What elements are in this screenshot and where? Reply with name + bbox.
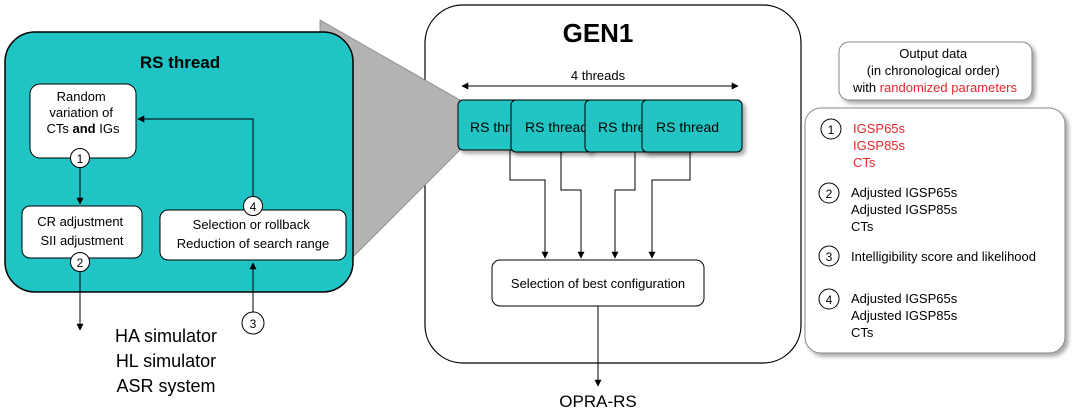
output-header-line-2: (in chronological order): [867, 63, 1000, 78]
gen1-panel: [424, 4, 802, 364]
arrow-4-to-random: [137, 115, 254, 196]
cr-adjustment-text: CR adjustment SII adjustment: [37, 214, 127, 248]
thread-box-2-label: RS thread: [525, 119, 588, 135]
output-item-4-line-3: CTs: [851, 325, 874, 340]
output-item-4-line-1: Adjusted IGSP65s: [851, 291, 958, 306]
step-3-label: 3: [250, 317, 257, 331]
selection-line-1: Selection or rollback: [193, 217, 311, 232]
output-item-4-number: 4: [826, 293, 833, 307]
output-item-2-line-3: CTs: [851, 219, 874, 234]
output-item-2-line-2: Adjusted IGSP85s: [851, 202, 958, 217]
connector-thread-1: [509, 150, 549, 259]
output-item-4-text: Adjusted IGSP65s Adjusted IGSP85s CTs: [851, 291, 961, 340]
output-item-1-number: 1: [828, 123, 835, 137]
output-item-3-number: 3: [826, 250, 833, 264]
step-2-circle: 2: [70, 252, 90, 272]
output-item-3-text: Intelligibility score and likelihood: [851, 249, 1036, 264]
output-item-1-text: IGSP65s IGSP85s CTs: [853, 121, 909, 170]
best-config-label: Selection of best configuration: [511, 276, 685, 291]
random-variation-text: Random variation of CTs and IGs: [47, 89, 120, 136]
output-item-2-circle: 2: [818, 182, 840, 204]
threads-label: 4 threads: [571, 68, 626, 83]
step-1-label: 1: [77, 152, 84, 166]
random-line-1: Random: [57, 89, 106, 104]
random-line-3a: CTs: [47, 121, 70, 136]
output-header-line-1: Output data: [899, 46, 968, 61]
output-header-line-3b: randomized parameters: [880, 80, 1018, 95]
output-item-1-line-3: CTs: [853, 155, 876, 170]
asr-system-label: ASR system: [116, 376, 215, 396]
thread-box-4: [641, 99, 743, 153]
output-item-1-line-2: IGSP85s: [853, 138, 906, 153]
output-item-1-circle: 1: [820, 118, 842, 140]
connector-thread-2: [560, 152, 585, 259]
output-item-3-line-1: Intelligibility score and likelihood: [851, 249, 1036, 264]
random-line-3b: and: [73, 121, 96, 136]
random-line-3c: IGs: [99, 121, 120, 136]
selection-line-2: Reduction of search range: [177, 236, 329, 251]
output-data-header-text: Output data (in chronological order) wit…: [852, 46, 1018, 95]
random-line-2: variation of: [49, 105, 113, 120]
output-data-list-box: [804, 107, 1066, 354]
step-1-circle: 1: [70, 148, 90, 168]
output-data-header: [838, 41, 1033, 101]
output-item-2-text: Adjusted IGSP65s Adjusted IGSP85s CTs: [851, 185, 961, 234]
output-header-line-3a: with: [852, 80, 876, 95]
cr-line-2: SII adjustment: [40, 233, 123, 248]
step-3-circle: 3: [241, 311, 265, 335]
step-4-label: 4: [250, 200, 257, 214]
output-item-2-line-1: Adjusted IGSP65s: [851, 185, 958, 200]
connector-thread-3: [611, 152, 636, 259]
output-item-4-circle: 4: [818, 288, 840, 310]
output-item-1-line-1: IGSP65s: [853, 121, 906, 136]
output-item-4-line-2: Adjusted IGSP85s: [851, 308, 958, 323]
cr-line-1: CR adjustment: [37, 214, 123, 229]
rs-thread-title: RS thread: [140, 53, 220, 72]
ha-simulator-label: HA simulator: [115, 326, 217, 346]
opra-rs-label: OPRA-RS: [559, 392, 636, 411]
connector-thread-4: [648, 152, 691, 259]
output-item-2-number: 2: [826, 187, 833, 201]
thread-box-4-label: RS thread: [656, 119, 719, 135]
output-item-3-circle: 3: [818, 245, 840, 267]
selection-rollback-text: Selection or rollback Reduction of searc…: [177, 217, 329, 251]
step-4-circle: 4: [243, 196, 263, 216]
hl-simulator-label: HL simulator: [116, 351, 216, 371]
step-2-label: 2: [77, 256, 84, 270]
gen1-title: GEN1: [563, 18, 634, 48]
